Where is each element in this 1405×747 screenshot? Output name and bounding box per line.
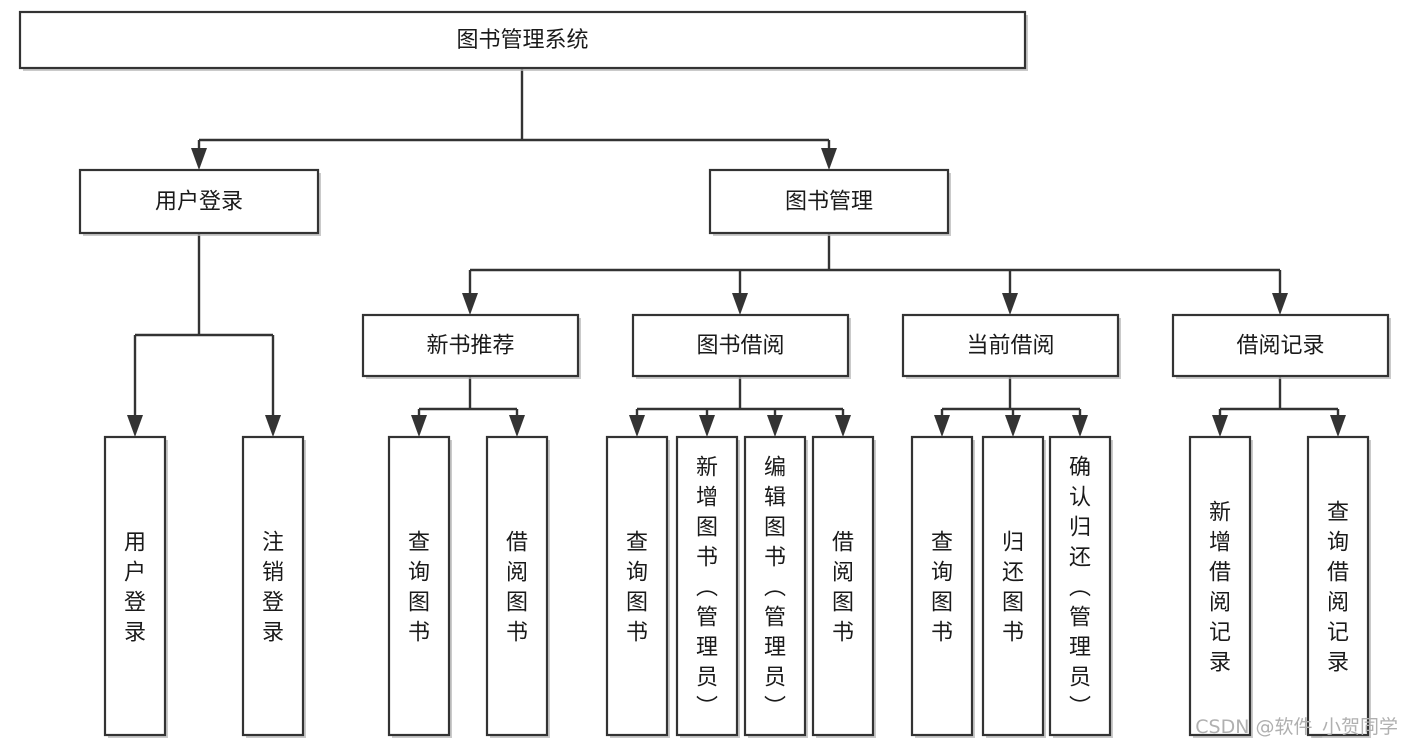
leaf-node[interactable]: 借阅图书 — [811, 435, 876, 738]
node-box[interactable] — [1306, 435, 1370, 737]
arrow-head-icon — [821, 148, 837, 170]
node-label: 图书管理 — [785, 190, 873, 215]
arrow-head-icon — [767, 415, 783, 437]
leaf-node[interactable]: 新增图书︵管理员︶ — [675, 435, 740, 738]
arrow-head-icon — [934, 415, 950, 437]
node-label: 确认归还︵管理员︶ — [1069, 455, 1091, 720]
node-box[interactable] — [811, 435, 875, 737]
node-label: 借阅记录 — [1236, 334, 1324, 359]
node-label: 新书推荐 — [426, 334, 514, 359]
arrow-head-icon — [1005, 415, 1021, 437]
arrow-head-icon — [1212, 415, 1228, 437]
arrow-head-icon — [509, 415, 525, 437]
leaf-node[interactable]: 注销登录 — [241, 435, 306, 738]
connector-group-5 — [934, 376, 1088, 437]
node-label: 用户登录 — [155, 190, 243, 215]
node-box[interactable] — [241, 435, 305, 737]
connector-group-4 — [629, 376, 851, 437]
node-label: 借阅图书 — [832, 530, 854, 645]
arrow-head-icon — [411, 415, 427, 437]
node-label: 编辑图书︵管理员︶ — [764, 455, 786, 720]
node-label: 图书借阅 — [696, 334, 784, 359]
leaf-node[interactable]: 借阅图书 — [485, 435, 550, 738]
node-box[interactable] — [675, 435, 739, 737]
connector-group-1 — [127, 233, 281, 437]
arrow-head-icon — [699, 415, 715, 437]
arrow-head-icon — [265, 415, 281, 437]
level3-node[interactable]: 当前借阅 — [901, 313, 1121, 379]
node-label: 图书管理系统 — [456, 28, 588, 53]
arrow-head-icon — [462, 293, 478, 315]
level2-node[interactable]: 图书管理 — [708, 168, 951, 236]
level3-node[interactable]: 新书推荐 — [361, 313, 581, 379]
leaf-node[interactable]: 查询图书 — [910, 435, 975, 738]
connector-group-3 — [411, 376, 525, 437]
root-node[interactable]: 图书管理系统 — [18, 10, 1028, 71]
node-box[interactable] — [743, 435, 807, 737]
csdn-watermark: CSDN @软件_小贺同学 — [1195, 716, 1398, 738]
node-label: 查询图书 — [626, 530, 648, 645]
arrow-head-icon — [835, 415, 851, 437]
node-label: 查询图书 — [408, 530, 430, 645]
leaf-node[interactable]: 编辑图书︵管理员︶ — [743, 435, 808, 738]
node-label: 借阅图书 — [506, 530, 528, 645]
node-label: 当前借阅 — [966, 334, 1054, 359]
node-label: 查询图书 — [931, 530, 953, 645]
connector-layer — [127, 68, 1346, 437]
leaf-node[interactable]: 归还图书 — [981, 435, 1046, 738]
node-layer: 图书管理系统用户登录图书管理新书推荐图书借阅当前借阅借阅记录用户登录注销登录查询… — [18, 10, 1391, 738]
arrow-head-icon — [1002, 293, 1018, 315]
leaf-node[interactable]: 新增借阅记录 — [1188, 435, 1253, 738]
node-box[interactable] — [1048, 435, 1112, 737]
leaf-node[interactable]: 查询图书 — [387, 435, 452, 738]
arrow-head-icon — [1072, 415, 1088, 437]
connector-group-0 — [191, 68, 837, 170]
node-box[interactable] — [605, 435, 669, 737]
node-box[interactable] — [18, 10, 1027, 70]
node-label: 查询借阅记录 — [1327, 500, 1349, 675]
arrow-head-icon — [629, 415, 645, 437]
node-label: 新增图书︵管理员︶ — [696, 455, 718, 720]
node-box[interactable] — [708, 168, 950, 235]
node-label: 归还图书 — [1002, 530, 1024, 645]
node-box[interactable] — [910, 435, 974, 737]
level3-node[interactable]: 图书借阅 — [631, 313, 851, 379]
node-label: 用户登录 — [124, 530, 146, 645]
arrow-head-icon — [127, 415, 143, 437]
arrow-head-icon — [191, 148, 207, 170]
node-box[interactable] — [485, 435, 549, 737]
node-box[interactable] — [1171, 313, 1390, 378]
arrow-head-icon — [1330, 415, 1346, 437]
node-box[interactable] — [78, 168, 320, 235]
level3-node[interactable]: 借阅记录 — [1171, 313, 1391, 379]
arrow-head-icon — [732, 293, 748, 315]
node-box[interactable] — [631, 313, 850, 378]
node-label: 注销登录 — [262, 530, 284, 645]
node-box[interactable] — [1188, 435, 1252, 737]
node-box[interactable] — [103, 435, 167, 737]
leaf-node[interactable]: 查询借阅记录 — [1306, 435, 1371, 738]
leaf-node[interactable]: 查询图书 — [605, 435, 670, 738]
arrow-head-icon — [1272, 293, 1288, 315]
node-box[interactable] — [361, 313, 580, 378]
node-box[interactable] — [387, 435, 451, 737]
node-label: 新增借阅记录 — [1209, 500, 1231, 675]
leaf-node[interactable]: 用户登录 — [103, 435, 168, 738]
level2-node[interactable]: 用户登录 — [78, 168, 321, 236]
connector-group-6 — [1212, 376, 1346, 437]
leaf-node[interactable]: 确认归还︵管理员︶ — [1048, 435, 1113, 738]
connector-group-2 — [462, 233, 1288, 315]
node-box[interactable] — [981, 435, 1045, 737]
node-box[interactable] — [901, 313, 1120, 378]
